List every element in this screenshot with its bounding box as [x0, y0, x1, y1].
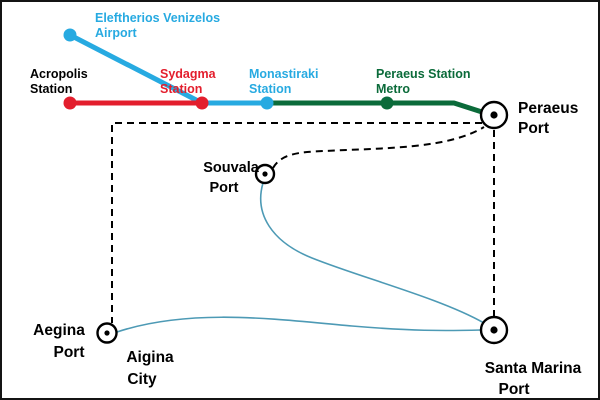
label-peraeus-metro-line2: Metro: [376, 82, 410, 96]
label-airport-line1: Eleftherios Venizelos: [95, 11, 220, 25]
station-labels: Eleftherios Venizelos Airport Acropolis …: [30, 11, 470, 96]
station-dot-airport: [63, 28, 77, 42]
port-labels: Peraeus Port Souvala Port Aegina Port Ai…: [33, 100, 581, 398]
label-acropolis-line1: Acropolis: [30, 67, 88, 81]
ferry-routes-solid: [116, 182, 485, 333]
label-aegina-line2: Port: [54, 344, 85, 361]
label-aegina-line1: Aegina: [33, 322, 85, 339]
label-aigina-city-line1: Aigina: [126, 349, 174, 366]
label-airport-line2: Airport: [95, 26, 138, 40]
port-marker-souvala: [254, 163, 276, 185]
station-dot-monastiraki: [260, 96, 274, 110]
station-dot-peraeus-metro: [380, 96, 394, 110]
label-peraeus-port-line2: Port: [518, 120, 549, 137]
label-sydagma-line2: Station: [160, 82, 202, 96]
ferry-route-aegina-to-santa-marina: [116, 316, 482, 333]
metro-line-airport-branch: [67, 32, 205, 106]
port-marker-peraeus: [479, 100, 509, 130]
station-dots: [63, 28, 394, 110]
label-souvala-line2: Port: [210, 180, 239, 196]
metro-lines: [67, 32, 485, 115]
port-marker-aegina: [96, 322, 118, 344]
ferry-route-souvala-to-peraeus: [272, 126, 485, 169]
station-dot-sydagma: [195, 96, 209, 110]
label-souvala-line1: Souvala: [203, 160, 260, 176]
metro-line-green-segment: [264, 100, 485, 115]
port-markers: [96, 100, 509, 345]
label-peraeus-port-line1: Peraeus: [518, 100, 578, 117]
label-aigina-city-line2: City: [127, 371, 157, 388]
label-santa-marina-line1: Santa Marina: [485, 360, 582, 377]
port-marker-santa-marina: [479, 315, 509, 345]
label-santa-marina-line2: Port: [499, 381, 530, 398]
station-dot-acropolis: [63, 96, 77, 110]
ferry-route-peraeus-to-aegina: [111, 122, 482, 323]
label-sydagma-line1: Sydagma: [160, 67, 217, 81]
label-acropolis-line2: Station: [30, 82, 72, 96]
ferry-route-souvala-to-santa-marina: [259, 182, 485, 324]
ferry-routes-dashed: [111, 122, 495, 323]
label-monastiraki-line1: Monastiraki: [249, 67, 318, 81]
label-monastiraki-line2: Station: [249, 82, 291, 96]
label-peraeus-metro-line1: Peraeus Station: [376, 67, 470, 81]
